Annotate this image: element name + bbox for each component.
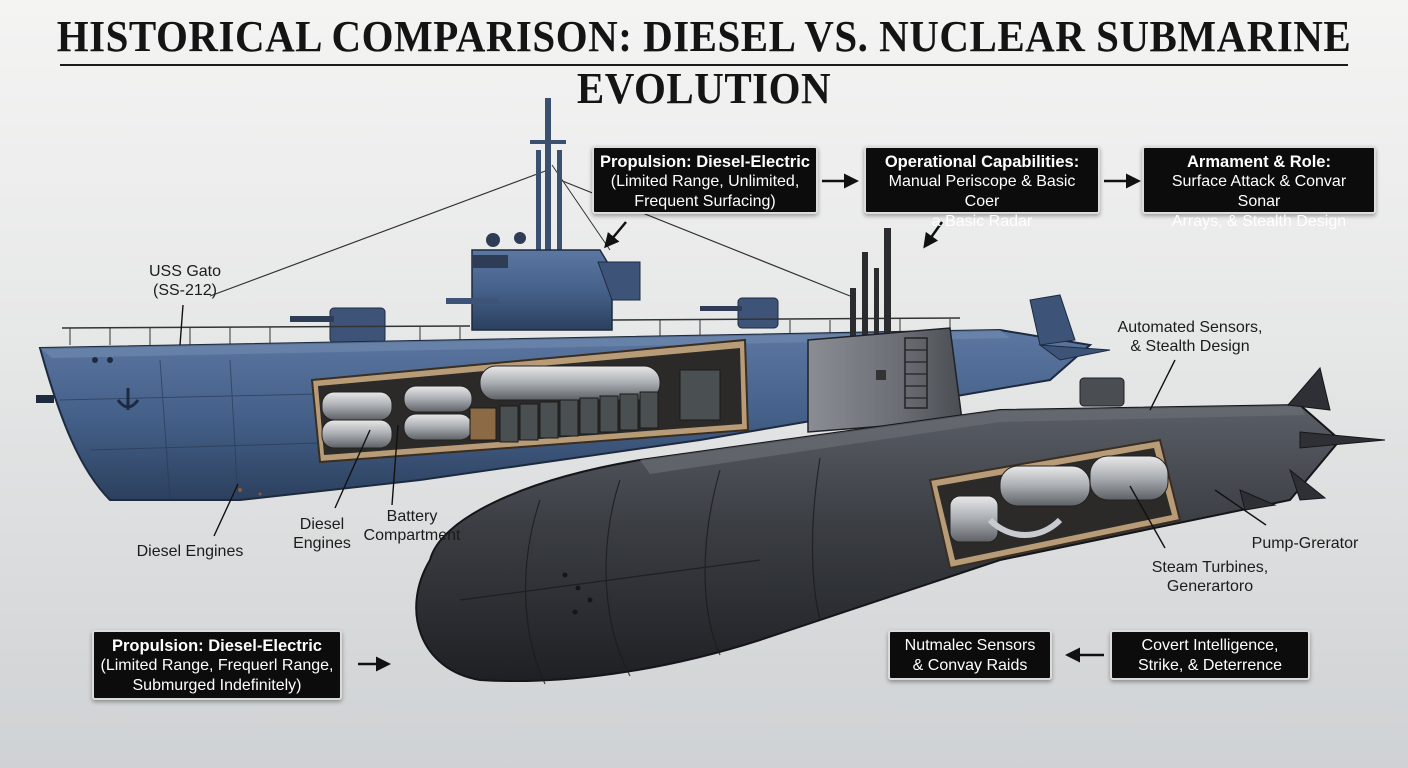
callout-line: Nutmalec Sensors xyxy=(904,637,1036,654)
label-line: Steam Turbines, xyxy=(1151,559,1269,576)
steam-turbine-graphic xyxy=(949,455,1169,543)
callout-line: Arrays, & Stealth Design xyxy=(1171,213,1347,230)
diesel-engines-graphic xyxy=(321,365,661,449)
label-steam-turbines: Steam Turbines, Generartoro xyxy=(1142,558,1278,596)
leader-lines xyxy=(179,304,1267,549)
label-uss-gato: USS Gato (SS-212) xyxy=(130,262,240,300)
label-line: Automated Sensors, xyxy=(1117,319,1263,336)
callout-top-propulsion: Propulsion: Diesel-Electric (Limited Ran… xyxy=(592,146,818,214)
callout-heading: Armament & Role: xyxy=(1187,153,1331,171)
label-diesel-engines-mid: Diesel Engines xyxy=(282,515,362,553)
label-line: Diesel Engines xyxy=(136,543,244,560)
page-title: HISTORICAL COMPARISON: DIESEL VS. NUCLEA… xyxy=(56,11,1352,113)
label-line: Pump-Grerator xyxy=(1251,535,1359,552)
label-line: Engines xyxy=(293,535,351,552)
title-underline xyxy=(60,64,1348,66)
callout-line: (Limited Range, Unlimited, xyxy=(610,173,800,190)
label-line: Battery xyxy=(386,508,438,525)
flow-arrows xyxy=(358,173,1141,672)
callout-top-armament: Armament & Role: Surface Attack & Convar… xyxy=(1142,146,1376,230)
label-line: Generartoro xyxy=(1166,578,1254,595)
label-line: USS Gato xyxy=(148,263,222,280)
label-diesel-engines-left: Diesel Engines xyxy=(120,542,260,561)
label-line: (SS-212) xyxy=(152,282,218,299)
callout-line: Covert Intelligence, xyxy=(1141,637,1279,654)
callout-top-operational: Operational Capabilities: Manual Perisco… xyxy=(864,146,1100,230)
label-automated-sensors: Automated Sensors, & Stealth Design xyxy=(1112,318,1268,356)
callout-heading: Propulsion: Diesel-Electric xyxy=(600,153,810,171)
label-line: & Stealth Design xyxy=(1130,338,1250,355)
label-pump-generator: Pump-Grerator xyxy=(1240,534,1370,553)
label-line: Diesel xyxy=(299,516,345,533)
callout-line: (Limited Range, Frequerl Range, xyxy=(100,657,334,674)
callout-line: Surface Attack & Convar Sonar xyxy=(1171,173,1347,210)
callout-line: & Convay Raids xyxy=(912,657,1028,674)
label-battery-compartment: Battery Compartment xyxy=(352,507,472,545)
nuclear-submarine xyxy=(415,228,1386,685)
callout-bottom-propulsion: Propulsion: Diesel-Electric (Limited Ran… xyxy=(92,630,342,700)
callout-line: Submurged Indefinitely) xyxy=(132,677,302,694)
callout-line: Manual Periscope & Basic Coer xyxy=(888,173,1076,210)
callout-line: Frequent Surfacing) xyxy=(634,193,776,210)
callout-bottom-sensors: Nutmalec Sensors & Convay Raids xyxy=(888,630,1052,680)
callout-bottom-covert: Covert Intelligence, Strike, & Deterrenc… xyxy=(1110,630,1310,680)
callout-line: a Basic Radar xyxy=(931,213,1033,230)
label-line: Compartment xyxy=(363,527,461,544)
callout-heading: Propulsion: Diesel-Electric xyxy=(112,637,322,655)
callout-line: Strike, & Deterrence xyxy=(1137,657,1283,674)
callout-heading: Operational Capabilities: xyxy=(884,153,1080,171)
